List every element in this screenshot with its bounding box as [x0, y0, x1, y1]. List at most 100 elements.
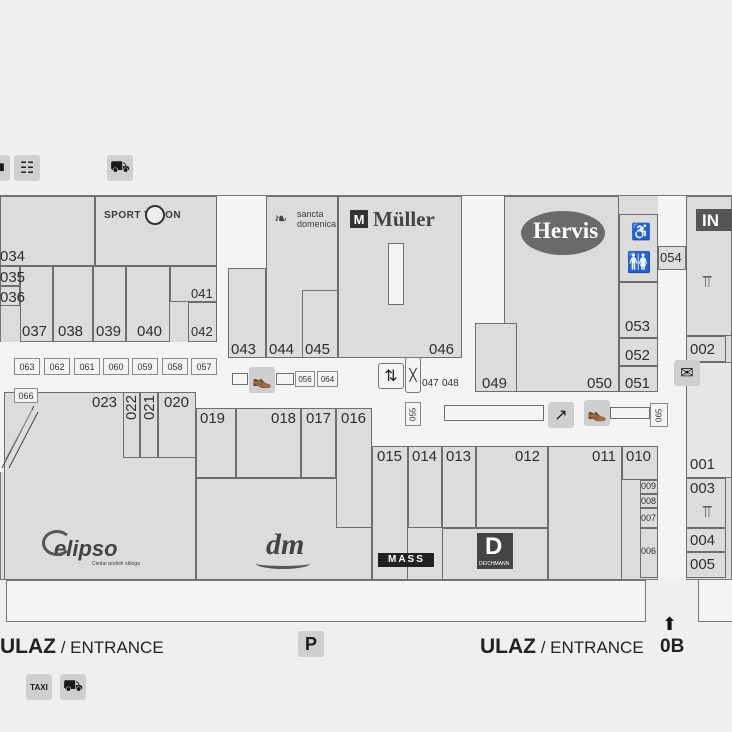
store-label-010: 010 — [626, 448, 652, 465]
store-label-045: 045 — [305, 341, 331, 358]
store-label-057: 057 — [191, 358, 217, 375]
store-label-006: 006 — [641, 546, 657, 556]
store-051-block[interactable] — [619, 366, 658, 392]
store-014-block[interactable] — [408, 446, 442, 528]
store-label-002: 002 — [690, 341, 716, 358]
store-036-block[interactable] — [0, 286, 20, 306]
entrance-ob-arrow-icon: ⬆ — [662, 614, 678, 634]
walkway-mini — [232, 373, 248, 385]
interspar-logo: IN — [702, 211, 719, 230]
store-label-056: 056 — [295, 371, 315, 387]
store-012-block[interactable] — [476, 446, 548, 528]
store-label-016: 016 — [341, 410, 367, 427]
store-053-block[interactable] — [619, 282, 658, 338]
entrance-right-rest: / ENTRANCE — [536, 638, 644, 657]
store-label-022: 022 — [123, 395, 140, 421]
store-020-block[interactable] — [158, 392, 196, 458]
perfume-icon-bottom[interactable]: ⫪ — [702, 504, 712, 521]
store-041-block[interactable] — [170, 266, 217, 302]
store-label-042: 042 — [191, 324, 213, 339]
entrance-left-rest: / ENTRANCE — [56, 638, 164, 657]
store-042-block[interactable] — [188, 302, 217, 342]
muller-m-icon: M — [350, 210, 368, 228]
store-004-block[interactable] — [686, 528, 726, 552]
store-013-block[interactable] — [442, 446, 476, 528]
walkway-far-right — [610, 407, 650, 419]
hervis-logo: Hervis — [533, 218, 599, 243]
store-label-009: 009 — [641, 481, 657, 491]
store-label-035: 035 — [0, 269, 26, 286]
store-label-034: 034 — [0, 248, 26, 265]
store-017-block[interactable] — [301, 408, 336, 478]
store-003-block[interactable] — [686, 478, 726, 528]
taxi-icon[interactable]: TAXI — [26, 674, 52, 700]
walkway-left — [276, 373, 294, 385]
store-021-block[interactable] — [140, 392, 158, 458]
store-038-block[interactable] — [53, 266, 93, 342]
perfume-icon-top[interactable]: ⫪ — [702, 274, 712, 291]
store-002-block[interactable] — [686, 336, 726, 362]
store-label-058: 058 — [162, 358, 188, 375]
partial-service-icon[interactable]: ■ — [0, 155, 10, 181]
store-label-008: 008 — [641, 496, 657, 506]
store-034-block[interactable] — [0, 196, 95, 266]
store-008-block[interactable] — [640, 494, 658, 508]
store-label-018: 018 — [271, 410, 297, 427]
elevator-icon[interactable]: ⇅ — [378, 363, 404, 389]
store-011-block[interactable] — [548, 446, 622, 580]
entrance-ob-label: 0B — [660, 636, 685, 657]
escalator-up-icon[interactable]: ↗ — [548, 402, 574, 428]
store-label-013: 013 — [446, 448, 472, 465]
store-label-014: 014 — [412, 448, 438, 465]
store-037-block[interactable] — [20, 266, 53, 342]
store-sport-vision-block[interactable] — [95, 196, 217, 266]
store-045-block[interactable] — [302, 290, 338, 358]
information-desk-icon[interactable]: ☷ — [14, 155, 40, 181]
store-016-block[interactable] — [336, 408, 372, 528]
store-label-038: 038 — [58, 323, 84, 340]
entrance-left-bold: ULAZ — [0, 635, 56, 658]
entrance-left-label: ULAZ / ENTRANCE — [0, 635, 164, 659]
store-label-051: 051 — [625, 375, 651, 392]
store-010-block[interactable] — [622, 446, 658, 480]
deichmann-logo: DEICHMANN — [479, 561, 510, 567]
store-049-block[interactable] — [475, 323, 517, 392]
shoe-repair-icon-right[interactable]: 👞 — [584, 400, 610, 426]
store-006-block[interactable] — [640, 528, 658, 578]
ev-charging-icon[interactable]: ⛟ — [60, 674, 86, 700]
store-052-block[interactable] — [619, 338, 658, 366]
mail-icon[interactable]: ✉ — [674, 360, 700, 386]
store-019-block[interactable] — [196, 408, 236, 478]
dm-wave-icon — [256, 558, 310, 569]
parking-icon[interactable]: P — [298, 631, 324, 657]
elipso-tagline: Centar podnih obloga — [92, 561, 140, 567]
store-label-037: 037 — [22, 323, 48, 340]
entrance-right-bold: ULAZ — [480, 635, 536, 658]
wc-block — [619, 214, 658, 282]
store-043-block[interactable] — [228, 268, 266, 358]
store-label-062: 062 — [44, 358, 70, 375]
store-039-block[interactable] — [93, 266, 126, 342]
shoe-repair-icon-left[interactable]: 👞 — [249, 367, 275, 393]
store-007-block[interactable] — [640, 508, 658, 528]
store-040-block[interactable] — [126, 266, 170, 342]
store-label-040: 040 — [137, 323, 163, 340]
store-022-block[interactable] — [123, 392, 140, 458]
restroom-icon[interactable]: 🚻 — [626, 251, 652, 274]
store-035-block[interactable] — [0, 266, 20, 286]
car-wash-icon[interactable]: ⛟ — [107, 155, 133, 181]
interspar-logo-box — [696, 209, 732, 231]
store-label-021: 021 — [141, 395, 158, 421]
store-label-046: 046 — [429, 341, 455, 358]
store-005-block[interactable] — [686, 552, 726, 578]
store-054-block[interactable] — [658, 246, 686, 270]
store-009-block[interactable] — [640, 480, 658, 494]
store-018-block[interactable] — [236, 408, 301, 478]
dm-logo: dm — [266, 528, 305, 561]
deichmann-logo-box — [477, 533, 513, 569]
store-label-017: 017 — [306, 410, 332, 427]
store-label-064: 064 — [317, 371, 338, 387]
store-label-050: 050 — [587, 375, 613, 392]
wheelchair-icon[interactable]: ♿ — [631, 224, 651, 241]
